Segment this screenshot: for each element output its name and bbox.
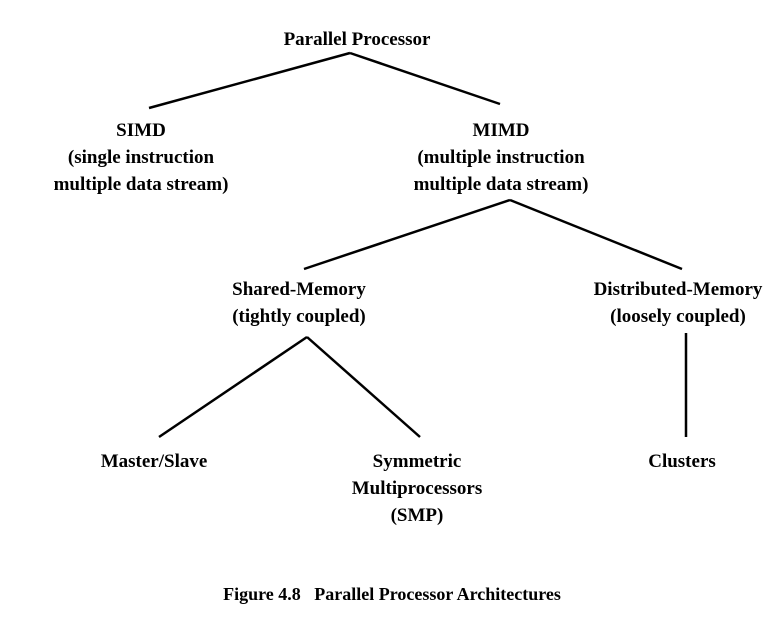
node-description: (single instruction bbox=[67, 147, 215, 168]
edge-root-simd bbox=[148, 51, 351, 110]
node-title: SIMD bbox=[116, 120, 166, 141]
figure-label: Figure 4.8 bbox=[223, 584, 301, 604]
node-parallel-processor: Parallel Processor bbox=[284, 26, 431, 53]
node-shared-memory: Shared-Memory (tightly coupled) bbox=[232, 276, 366, 330]
node-mimd: MIMD (multiple instruction multiple data… bbox=[414, 117, 589, 198]
node-title: Master/Slave bbox=[100, 451, 208, 472]
node-description: multiple data stream) bbox=[53, 174, 229, 195]
node-title: Distributed-Memory bbox=[593, 279, 763, 300]
edge-shared-smp bbox=[306, 336, 421, 438]
node-simd: SIMD (single instruction multiple data s… bbox=[54, 117, 229, 198]
node-title: Symmetric bbox=[372, 451, 462, 472]
node-description: (loosely coupled) bbox=[610, 306, 746, 327]
node-distributed-memory: Distributed-Memory (loosely coupled) bbox=[594, 276, 763, 330]
node-title: Shared-Memory bbox=[232, 279, 366, 300]
figure-title: Parallel Processor Architectures bbox=[314, 584, 561, 604]
node-description: multiple data stream) bbox=[413, 174, 589, 195]
node-clusters: Clusters bbox=[648, 448, 716, 475]
node-smp: Symmetric Multiprocessors (SMP) bbox=[352, 448, 483, 529]
node-description: (multiple instruction bbox=[417, 147, 585, 168]
node-title: Parallel Processor bbox=[283, 29, 431, 50]
edge-root-mimd bbox=[349, 51, 501, 106]
node-title: MIMD bbox=[472, 120, 530, 141]
node-master-slave: Master/Slave bbox=[101, 448, 208, 475]
node-title: Clusters bbox=[648, 451, 716, 472]
node-description: (SMP) bbox=[390, 505, 444, 526]
edge-mimd-shared bbox=[303, 198, 511, 271]
node-description: (tightly coupled) bbox=[232, 306, 366, 327]
figure-caption: Figure 4.8 Parallel Processor Architectu… bbox=[0, 582, 784, 606]
edge-mimd-distributed bbox=[509, 198, 683, 271]
edge-shared-master-slave bbox=[158, 335, 308, 439]
node-description: Multiprocessors bbox=[351, 478, 483, 499]
